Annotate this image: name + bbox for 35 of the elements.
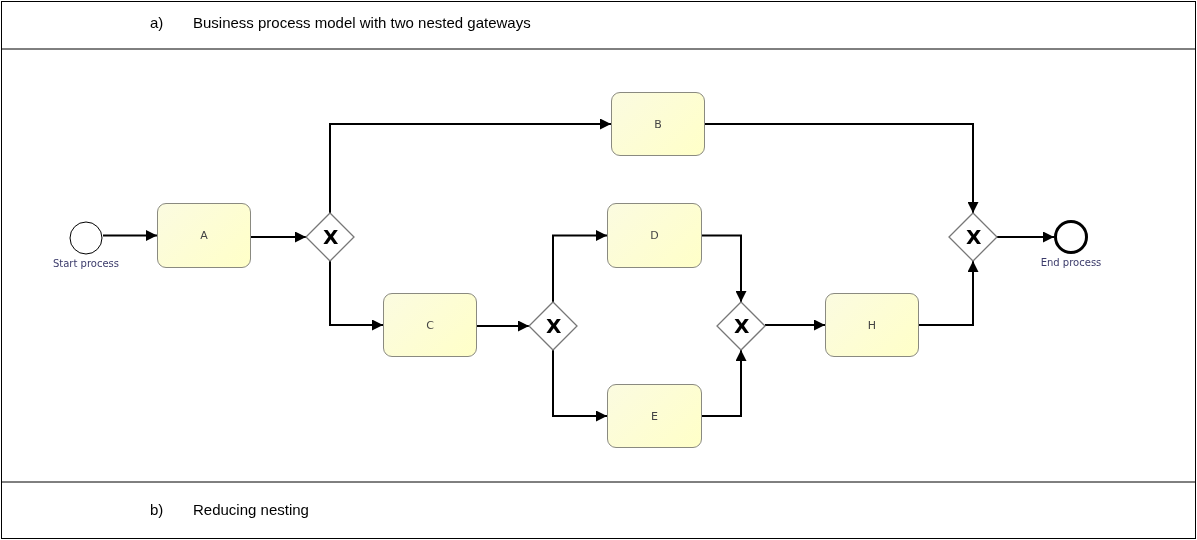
task-label: A xyxy=(200,229,208,242)
row-letter: b) xyxy=(150,501,164,518)
sequence-arrow xyxy=(552,349,608,422)
task-box xyxy=(607,203,702,268)
sequence-arrow xyxy=(250,231,307,243)
task-box xyxy=(611,92,705,156)
row-heading: Reducing nesting xyxy=(193,501,309,518)
task-box xyxy=(825,293,919,357)
sequence-arrow xyxy=(701,349,747,417)
task-label: C xyxy=(426,318,434,332)
gateway-marker: X xyxy=(323,227,337,247)
task-label: D xyxy=(650,229,659,242)
sequence-arrow xyxy=(476,320,530,332)
row-letter: a) xyxy=(150,14,164,31)
task-label: B xyxy=(654,117,662,131)
task-box xyxy=(607,384,702,448)
task-label: H xyxy=(867,318,877,332)
row-heading: Business process model with two nested gateways xyxy=(193,14,531,31)
sequence-arrow xyxy=(102,230,158,241)
sequence-arrow xyxy=(996,231,1055,243)
sequence-arrow xyxy=(701,234,747,303)
task-label: E xyxy=(651,409,658,423)
event-label: Start process xyxy=(53,258,119,269)
gateway-marker: X xyxy=(966,227,980,247)
sequence-arrow xyxy=(552,230,608,303)
task-box xyxy=(157,203,251,268)
sequence-arrow xyxy=(704,123,979,214)
sequence-arrow xyxy=(329,118,612,214)
task-box xyxy=(383,293,477,357)
gateway-marker: X xyxy=(546,316,560,336)
sequence-arrow xyxy=(764,319,826,331)
sequence-arrow xyxy=(918,260,979,326)
gateway-marker: X xyxy=(734,316,748,336)
sequence-arrow xyxy=(329,260,384,331)
event-label: End process xyxy=(1040,257,1102,268)
